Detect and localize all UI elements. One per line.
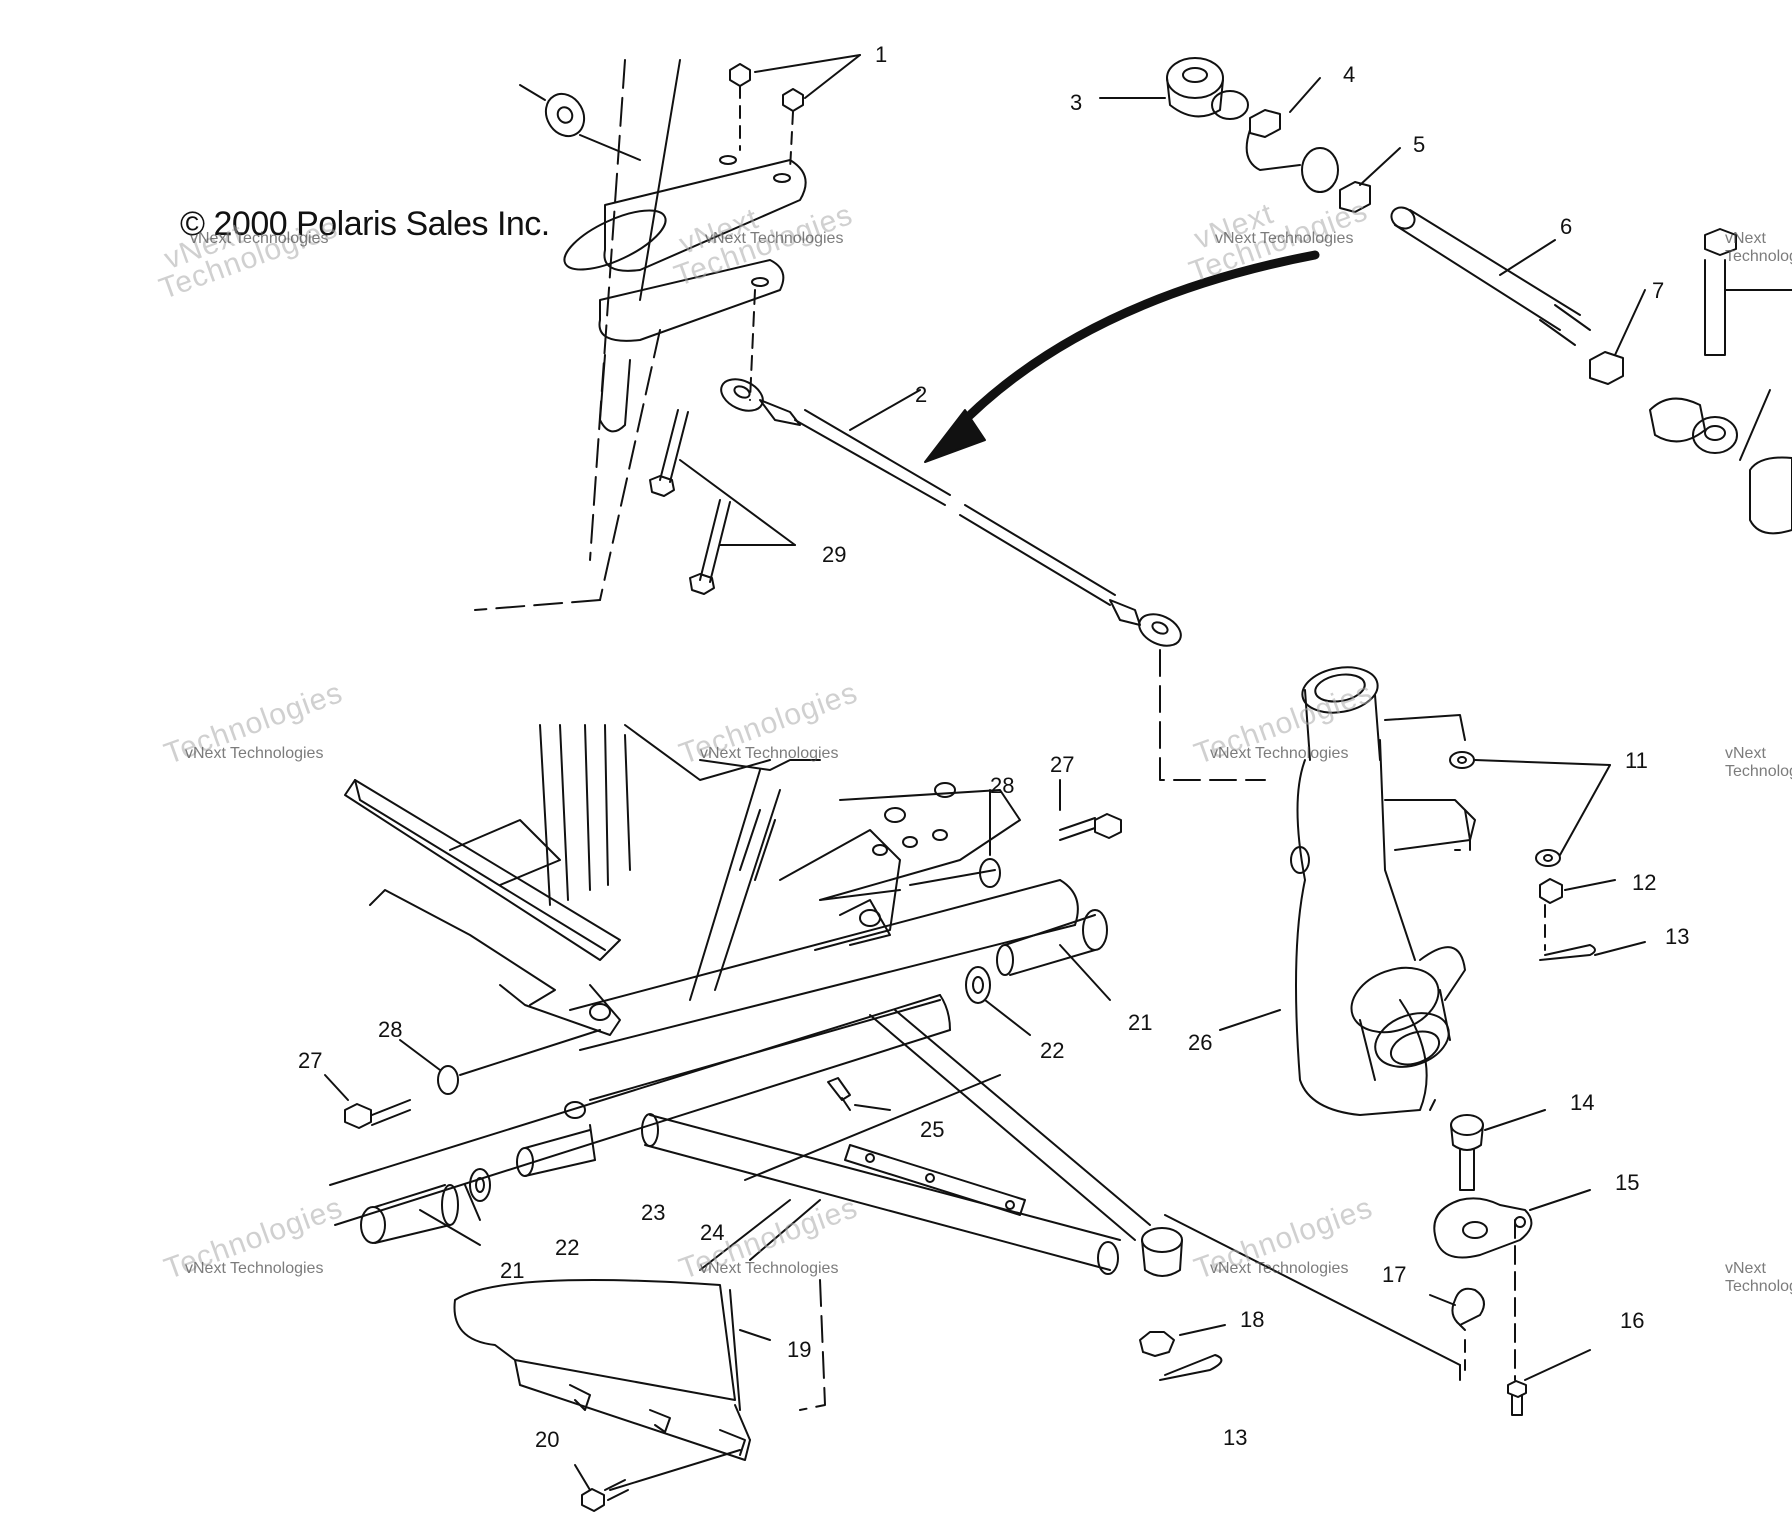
callout-27b: 27: [1050, 752, 1074, 777]
callout-25: 25: [920, 1117, 944, 1142]
grease-fitting-25: [827, 1077, 891, 1111]
callout-4: 4: [1343, 62, 1355, 87]
callout-13a: 13: [1665, 924, 1689, 949]
callout-27a: 27: [298, 1048, 322, 1073]
watermark-caption: vNext Technologies: [700, 1260, 839, 1277]
callout-7: 7: [1652, 278, 1664, 303]
spindle-26: [1219, 666, 1476, 1116]
skid-plate-19: [453, 1279, 826, 1512]
watermark-caption: vNext Technologies: [1210, 1260, 1349, 1277]
callout-15: 15: [1615, 1170, 1639, 1195]
lower-hardware: [1139, 1214, 1461, 1381]
watermark-caption: vNext Technologies: [1725, 745, 1792, 780]
tie-rod-2: [720, 378, 1266, 781]
callout-3: 3: [1070, 90, 1082, 115]
watermark-caption: vNext Technologies: [1725, 1260, 1792, 1295]
callout-17: 17: [1382, 1262, 1406, 1287]
watermark-caption: vNext Technologies: [700, 745, 839, 762]
callout-6: 6: [1560, 214, 1572, 239]
bolt-29: [649, 289, 796, 595]
callout-5: 5: [1413, 132, 1425, 157]
watermark-caption: vNext Technologies: [1210, 745, 1349, 762]
watermark-caption: vNext Technologies: [1215, 230, 1354, 247]
watermark-caption: vNext Technologies: [190, 230, 329, 247]
callout-28a: 28: [378, 1017, 402, 1042]
callout-28b: 28: [990, 773, 1014, 798]
watermark-caption: vNext Technologies: [185, 1260, 324, 1277]
cross-tube: [499, 879, 1079, 1051]
callout-12: 12: [1632, 870, 1656, 895]
callout-1: 1: [875, 42, 887, 67]
a-arm-24: [329, 994, 1151, 1275]
callout-18: 18: [1240, 1307, 1264, 1332]
copyright-notice: © 2000 Polaris Sales Inc.: [180, 205, 550, 243]
bolt-27-left: [324, 1029, 601, 1129]
curved-arrow: [924, 250, 1320, 463]
callout-21b: 21: [500, 1258, 524, 1283]
callout-2: 2: [915, 382, 927, 407]
callout-22b: 22: [555, 1235, 579, 1260]
bushings: [360, 909, 1111, 1246]
spindle-hardware: [1449, 751, 1646, 961]
adjuster-assembly: [1099, 57, 1792, 535]
steering-post: [474, 59, 807, 611]
callout-20: 20: [535, 1427, 559, 1452]
watermark-caption: vNext Technologies: [1725, 230, 1792, 265]
callout-23: 23: [641, 1200, 665, 1225]
callout-26: 26: [1188, 1030, 1212, 1055]
watermark-caption: vNext Technologies: [705, 230, 844, 247]
nut-1: [729, 54, 861, 171]
callout-11: 11: [1625, 748, 1648, 773]
bolt-27-right: [909, 779, 1122, 888]
callout-22a: 22: [1040, 1038, 1064, 1063]
callout-13b: 13: [1223, 1425, 1247, 1450]
callout-29: 29: [822, 542, 846, 567]
callout-labels: 1 2 3 4 5 6 7 11 12 13 13 14 15 16 17 18…: [298, 42, 1689, 1452]
ball-joint-assembly: [1429, 1109, 1591, 1416]
callout-24: 24: [700, 1220, 724, 1245]
callout-14: 14: [1570, 1090, 1594, 1115]
callout-21a: 21: [1128, 1010, 1152, 1035]
callout-19: 19: [787, 1337, 811, 1362]
watermark-caption: vNext Technologies: [185, 745, 324, 762]
frame: [344, 724, 1021, 1006]
callout-16: 16: [1620, 1308, 1644, 1333]
